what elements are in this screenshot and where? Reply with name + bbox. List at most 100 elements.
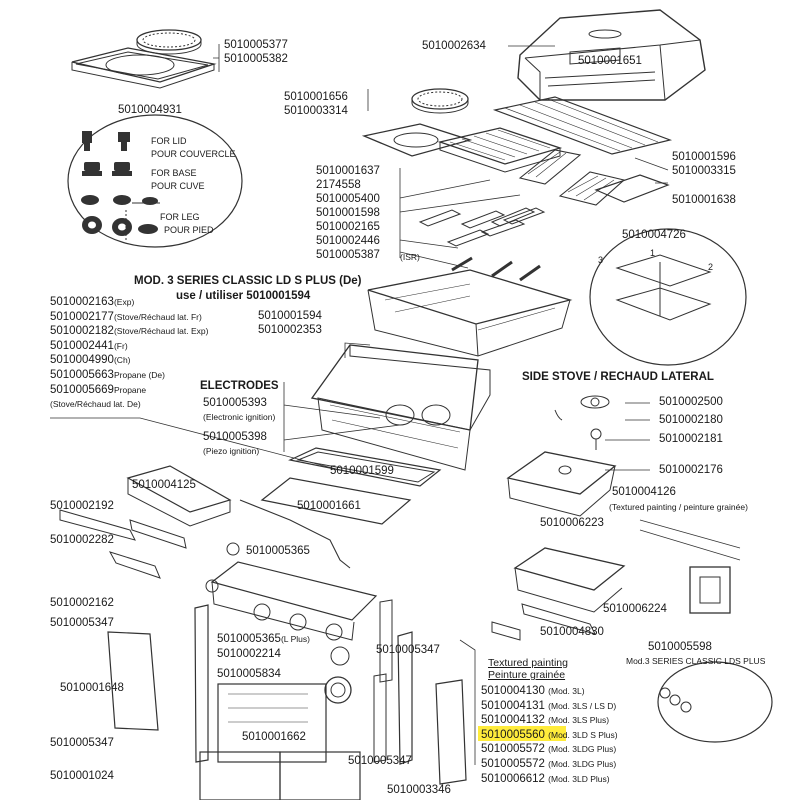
- part-5010001662: 5010001662: [242, 731, 306, 743]
- part-5010002353: 5010002353: [258, 324, 322, 336]
- part-5010003314: 5010003314: [284, 105, 348, 117]
- part-5010002165: 5010002165: [316, 221, 380, 233]
- part-5010005347-c: 5010005347: [50, 737, 114, 749]
- left-list-item: 5010002177(Stove/Réchaud lat. Fr): [50, 310, 202, 323]
- kit-pour-cuve: POUR CUVE: [151, 181, 205, 191]
- part-5010005347-b: 5010005347: [376, 644, 440, 656]
- model-title: MOD. 3 SERIES CLASSIC LD S PLUS (De): [134, 275, 362, 287]
- part-5010002446: 5010002446: [316, 235, 380, 247]
- part-5010005365-b: 5010005365(L Plus): [217, 633, 310, 645]
- cart-frame: [107, 599, 467, 800]
- cooking-grates: [361, 88, 673, 185]
- part-5010005598-note: Mod.3 SERIES CLASSIC LDS PLUS: [626, 656, 766, 666]
- left-side-shelf: [59, 465, 351, 593]
- textured-row: 5010004132 (Mod. 3LS Plus): [481, 714, 610, 727]
- kit-for-leg: FOR LEG: [160, 212, 200, 222]
- kit-for-base: FOR BASE: [151, 168, 197, 178]
- burner-box: [367, 228, 747, 366]
- part-5010005382: 5010005382: [224, 53, 288, 65]
- grease-trays: [260, 447, 442, 525]
- firebox: [310, 344, 491, 471]
- part-5010005393-note: (Electronic ignition): [203, 412, 276, 422]
- part-5010002500: 5010002500: [659, 396, 723, 408]
- part-5010005387: 5010005387: [316, 249, 380, 261]
- part-5010001596: 5010001596: [672, 151, 736, 163]
- left-list-tail: (Stove/Réchaud lat. De): [50, 399, 141, 410]
- part-5010005400: 5010005400: [316, 193, 380, 205]
- left-list-item: 5010005663Propane (De): [50, 368, 165, 381]
- part-5010002214: 5010002214: [217, 648, 281, 660]
- burner-number-3: 3: [598, 255, 604, 265]
- burner-number-2: 2: [708, 262, 714, 272]
- control-panel: [210, 561, 378, 704]
- part-5010001648: 5010001648: [60, 682, 124, 694]
- left-list-item: 5010005669Propane: [50, 383, 147, 396]
- textured-row-highlighted: 5010005560 (Mod. 3LD S Plus): [481, 728, 618, 741]
- electrodes-title: ELECTRODES: [200, 380, 279, 392]
- textured-title-fr: Peinture grainée: [488, 669, 566, 681]
- use-line: use / utiliser 5010001594: [176, 290, 311, 302]
- part-5010001637: 5010001637: [316, 165, 380, 177]
- round-grate-top: [136, 29, 202, 55]
- part-5010005387-note: (ISR): [400, 252, 420, 262]
- left-list-item: 5010002441(Fr): [50, 339, 128, 352]
- part-5010005365: 5010005365: [246, 545, 310, 557]
- kit-for-lid: FOR LID: [151, 136, 187, 146]
- textured-row: 5010004130 (Mod. 3L): [481, 685, 585, 697]
- part-5010005377: 5010005377: [224, 39, 288, 51]
- lid: [517, 9, 706, 101]
- part-5010006224: 5010006224: [603, 603, 667, 615]
- textured-list: 5010004130 (Mod. 3L) 5010004131 (Mod. 3L…: [481, 684, 618, 786]
- burner-number-1: 1: [650, 248, 656, 258]
- part-5010002282: 5010002282: [50, 534, 114, 546]
- part-5010005398: 5010005398: [203, 431, 267, 443]
- textured-title: Textured painting: [488, 657, 568, 669]
- part-2174558: 2174558: [316, 179, 361, 191]
- part-5010002162: 5010002162: [50, 597, 114, 609]
- part-5010004830: 5010004830: [540, 626, 604, 638]
- part-5010004126: 5010004126: [612, 486, 676, 498]
- kit-pour-pied: POUR PIED: [164, 225, 214, 235]
- part-5010004126-note: (Textured painting / peinture grainée): [609, 502, 748, 512]
- part-5010005347-a: 5010005347: [50, 617, 114, 629]
- part-5010002176: 5010002176: [659, 464, 723, 476]
- part-5010003315: 5010003315: [672, 165, 736, 177]
- left-list-item: 5010002163(Exp): [50, 296, 135, 308]
- part-5010001638: 5010001638: [672, 194, 736, 206]
- textured-row: 5010004131 (Mod. 3LS / LS D): [481, 699, 617, 712]
- part-5010002180: 5010002180: [659, 414, 723, 426]
- part-5010004125: 5010004125: [132, 479, 196, 491]
- part-5010005347-d: 5010005347: [348, 755, 412, 767]
- side-stove-title: SIDE STOVE / RECHAUD LATERAL: [522, 371, 714, 383]
- part-5010001594: 5010001594: [258, 310, 322, 322]
- left-list-item: 5010002182(Stove/Réchaud lat. Exp): [50, 325, 209, 338]
- part-5010005834: 5010005834: [217, 668, 281, 680]
- top-grate-square: [71, 47, 217, 89]
- part-5010001656: 5010001656: [284, 91, 348, 103]
- part-5010004726: 5010004726: [622, 229, 686, 241]
- part-5010001599: 5010001599: [330, 465, 394, 477]
- left-part-list: 5010002163(Exp) 5010002177(Stove/Réchaud…: [50, 295, 208, 412]
- fixings-kit-circle: [67, 114, 243, 248]
- part-5010004931: 5010004931: [118, 104, 182, 116]
- part-5010005398-note: (Piezo ignition): [203, 446, 260, 456]
- part-5010002192: 5010002192: [50, 500, 114, 512]
- part-5010001598: 5010001598: [316, 207, 380, 219]
- leader-lines: [50, 44, 669, 765]
- part-5010006223: 5010006223: [540, 517, 604, 529]
- part-5010002634: 5010002634: [422, 40, 486, 52]
- drip-tray-and-flavorizers: [418, 171, 670, 282]
- textured-row: 5010005572 (Mod. 3LDG Plus): [481, 757, 617, 770]
- kit-pour-couvercle: POUR COUVERCLE: [151, 149, 236, 159]
- part-5010005393: 5010005393: [203, 397, 267, 409]
- textured-row: 5010005572 (Mod. 3LDG Plus): [481, 743, 617, 756]
- textured-row: 5010006612 (Mod. 3LD Plus): [481, 772, 610, 785]
- part-5010005598: 5010005598: [648, 641, 712, 653]
- part-5010002181: 5010002181: [659, 433, 723, 445]
- side-stove-parts: [491, 395, 773, 743]
- part-5010001024: 5010001024: [50, 770, 114, 782]
- left-list-item: 5010004990(Ch): [50, 354, 131, 367]
- highlight-marker: [478, 726, 566, 741]
